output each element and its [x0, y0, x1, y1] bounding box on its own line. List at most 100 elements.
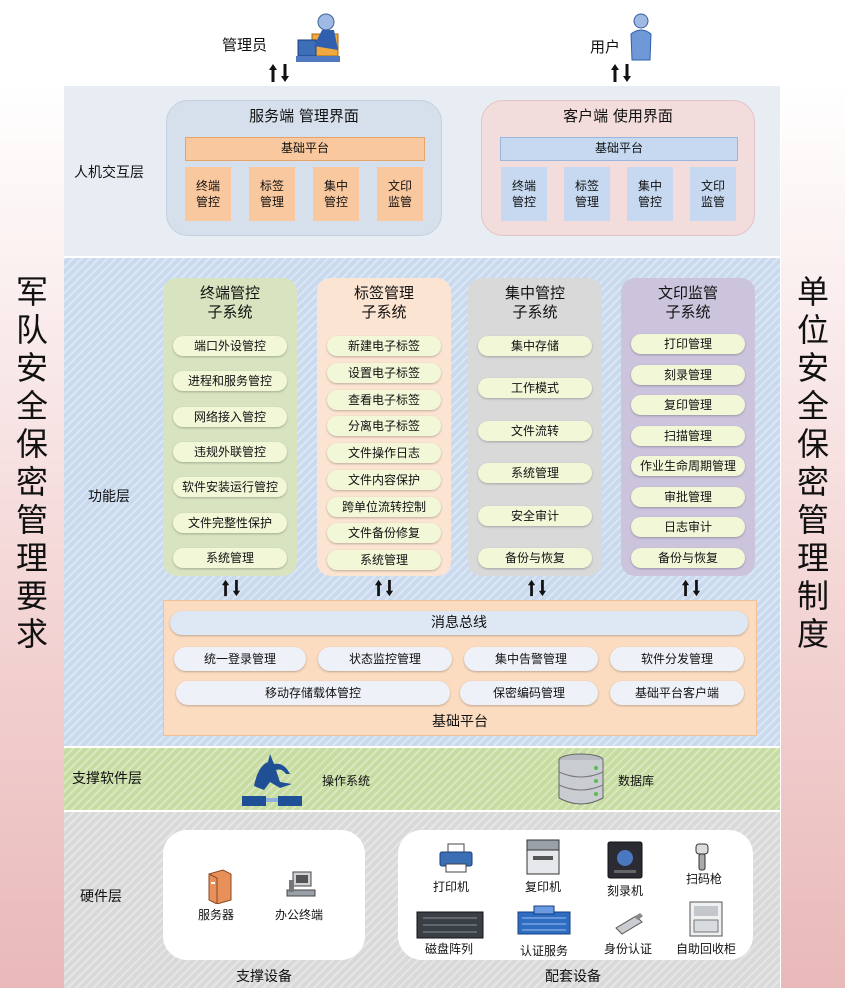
server-module-terminal: 终端 管控 [185, 167, 231, 221]
subsystem-item: 文件流转 [478, 421, 592, 441]
right-policy-char: 单 [796, 273, 829, 311]
admin-user: 管理员 [220, 8, 350, 82]
base-platform: 消息总线 统一登录管理 状态监控管理 集中告警管理 软件分发管理 移动存储载体管… [163, 600, 757, 736]
platform-service-2: 集中告警管理 [464, 647, 598, 671]
subsystem-item: 文件内容保护 [327, 470, 441, 490]
subsystem-title: 集中管控 子系统 [504, 284, 565, 321]
support-software-layer [64, 748, 780, 810]
end-user: 用户 [588, 8, 668, 82]
function-layer-label: 功能层 [88, 489, 130, 505]
id-auth-icon [615, 913, 643, 935]
platform-service-3: 软件分发管理 [610, 647, 744, 671]
client-panel: 客户端 使用界面 基础平台 终端 管控 标签 管理 集中 管控 文印 监管 [481, 100, 755, 236]
subsystem-item: 作业生命周期管理 [631, 456, 745, 476]
auth-service-icon [517, 905, 571, 935]
copier-icon [526, 839, 560, 875]
left-requirement-char: 军 [15, 273, 48, 311]
copier-label: 复印机 [525, 880, 562, 894]
left-requirement-char: 求 [15, 615, 48, 653]
server-label: 服务器 [198, 908, 235, 922]
recycle-cabinet-label: 自助回收柜 [676, 942, 737, 956]
printer-icon [439, 843, 473, 873]
terminal-arrows-icon [221, 579, 241, 597]
left-requirement-char: 理 [15, 539, 48, 577]
database-label: 数据库 [618, 774, 655, 788]
recycle-cabinet-icon [689, 901, 723, 937]
subsystem-item: 工作模式 [478, 378, 592, 398]
user-person-icon [630, 13, 652, 61]
admin-label: 管理员 [222, 36, 268, 54]
auth-service-label: 认证服务 [520, 944, 569, 958]
subsystem-item: 查看电子标签 [327, 390, 441, 410]
admin-computer-icon [296, 13, 340, 62]
left-requirement-char: 队 [15, 311, 48, 349]
server-module-print: 文印 监管 [377, 167, 423, 221]
subsystem-item: 文件完整性保护 [173, 513, 287, 533]
office-terminal-icon [286, 871, 316, 897]
subsystem-item: 审批管理 [631, 487, 745, 507]
scanner-gun-label: 扫码枪 [686, 872, 723, 886]
right-policy-char: 保 [796, 425, 829, 463]
left-requirement-bar: 军队安全保密管理要求 [0, 86, 64, 988]
right-policy-char: 制 [796, 577, 829, 615]
left-requirement-char: 密 [15, 463, 48, 501]
subsystem-item: 跨单位流转控制 [327, 497, 441, 517]
hci-layer-label: 人机交互层 [74, 165, 144, 181]
admin-arrows-icon [269, 64, 289, 82]
subsystem-item: 系统管理 [173, 548, 287, 568]
platform-service-0: 统一登录管理 [174, 647, 306, 671]
user-arrows-icon [611, 64, 631, 82]
support-devices-box [163, 830, 365, 960]
server-panel-title: 服务端 管理界面 [249, 107, 359, 125]
subsystem-item: 打印管理 [631, 334, 745, 354]
right-policy-bar: 单位安全保密管理制度 [781, 86, 845, 988]
server-module-label: 标签 管理 [249, 167, 295, 221]
subsystem-central: 集中管控 子系统集中存储工作模式文件流转系统管理安全审计备份与恢复 [468, 278, 602, 576]
server-module-central: 集中 管控 [313, 167, 359, 221]
subsystem-item: 软件安装运行管控 [173, 477, 287, 497]
subsystem-title: 标签管理 子系统 [353, 284, 414, 321]
server-platform-bar: 基础平台 [185, 137, 425, 161]
subsystem-item: 端口外设管控 [173, 336, 287, 356]
subsystem-item: 分离电子标签 [327, 416, 441, 436]
central-arrows-icon [527, 579, 547, 597]
subsystem-item: 文件操作日志 [327, 443, 441, 463]
client-module-central: 集中 管控 [627, 167, 673, 221]
subsystem-item: 违规外联管控 [173, 442, 287, 462]
subsystem-item: 新建电子标签 [327, 336, 441, 356]
right-policy-char: 理 [796, 539, 829, 577]
os-logo-icon [242, 754, 302, 806]
disk-array-icon [416, 911, 484, 939]
support-software-layer-label: 支撑软件层 [72, 771, 142, 787]
printer-label: 打印机 [433, 880, 470, 894]
subsystem-item: 文件备份修复 [327, 523, 441, 543]
subsystem-print: 文印监管 子系统打印管理刻录管理复印管理扫描管理作业生命周期管理审批管理日志审计… [621, 278, 755, 576]
subsystem-title: 文印监管 子系统 [657, 284, 718, 321]
scanner-gun-icon [695, 843, 709, 871]
platform-service-6: 基础平台客户端 [610, 681, 744, 705]
subsystem-item: 安全审计 [478, 506, 592, 526]
subsystem-item: 备份与恢复 [478, 548, 592, 568]
left-requirement-char: 要 [15, 577, 48, 615]
burner-icon [607, 841, 643, 879]
message-bus: 消息总线 [170, 611, 748, 635]
print-arrows-icon [681, 579, 701, 597]
subsystem-item: 日志审计 [631, 517, 745, 537]
subsystem-item: 网络接入管控 [173, 407, 287, 427]
subsystem-item: 集中存储 [478, 336, 592, 356]
client-module-terminal: 终端 管控 [501, 167, 547, 221]
subsystem-title: 终端管控 子系统 [199, 284, 260, 321]
left-requirement-char: 安 [15, 349, 48, 387]
left-requirement-char: 管 [15, 501, 48, 539]
base-platform-label: 基础平台 [432, 714, 488, 730]
server-icon [208, 869, 232, 904]
platform-service-5: 保密编码管理 [460, 681, 598, 705]
hardware-layer-label: 硬件层 [80, 889, 122, 905]
client-module-print: 文印 监管 [690, 167, 736, 221]
subsystem-item: 复印管理 [631, 395, 745, 415]
disk-array-label: 磁盘阵列 [425, 942, 474, 956]
server-panel: 服务端 管理界面 基础平台 终端 管控 标签 管理 集中 管控 文印 监管 [166, 100, 442, 236]
id-auth-label: 身份认证 [604, 942, 653, 956]
subsystem-item: 扫描管理 [631, 426, 745, 446]
support-devices-label: 支撑设备 [236, 969, 292, 985]
